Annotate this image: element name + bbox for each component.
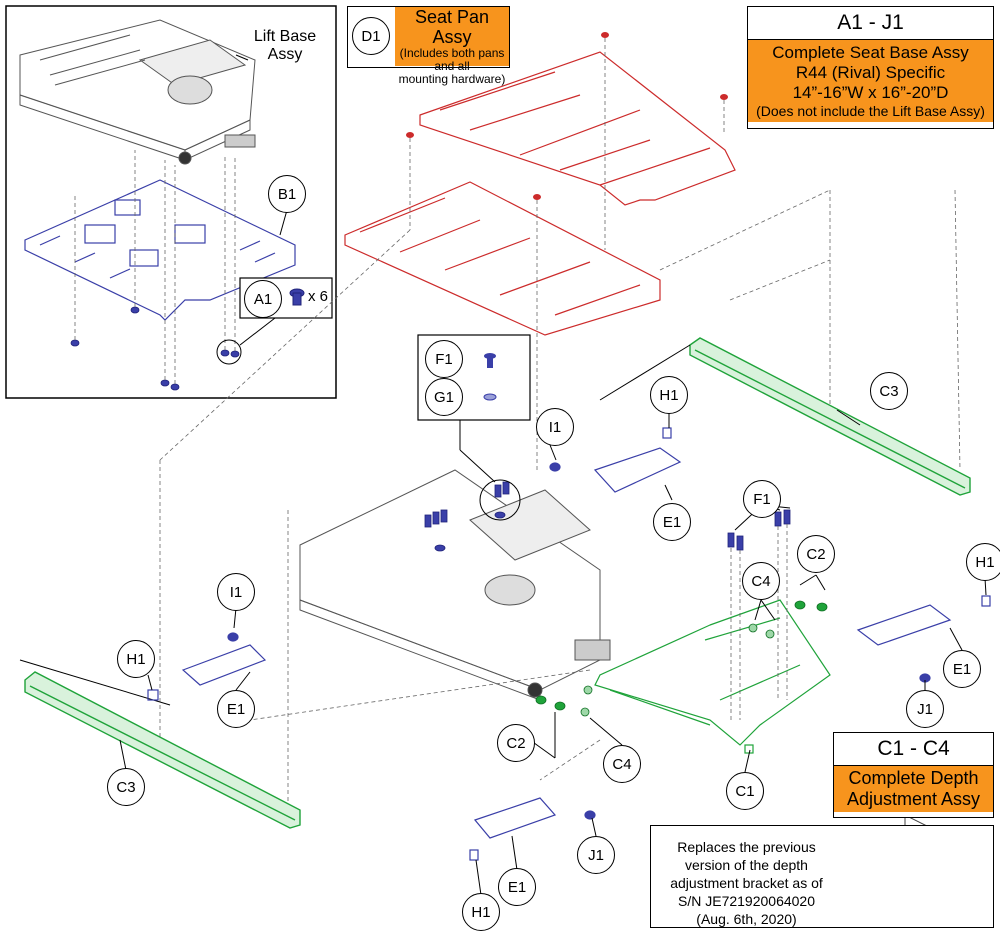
seat-pan-screws — [406, 32, 728, 200]
label-j1-bottom: J1 — [577, 836, 615, 874]
inset-dashed-guides — [74, 150, 236, 384]
a1-quantity: x 6 — [307, 288, 328, 305]
c2-c4-hardware — [535, 600, 828, 717]
rail-c3-right — [689, 337, 971, 496]
seat-pan-note-1: (Includes both pans — [399, 46, 505, 60]
label-e1-right: E1 — [943, 650, 981, 688]
lift-base-inset-frame — [5, 5, 337, 399]
replacement-line-4: S/N JE721920064020 — [678, 893, 815, 909]
label-c1: C1 — [726, 772, 764, 810]
label-e1-mid: E1 — [653, 503, 691, 541]
label-i1-mid: I1 — [536, 408, 574, 446]
label-c3-right: C3 — [870, 372, 908, 410]
seat-pan-orange-block: Seat Pan Assy (Includes both pans and al… — [395, 7, 509, 86]
depth-line-1: Complete Depth — [848, 768, 979, 788]
plate-b1 — [24, 179, 296, 321]
label-h1-bottom: H1 — [462, 893, 500, 931]
label-c2-right: C2 — [797, 535, 835, 573]
label-h1-left: H1 — [117, 640, 155, 678]
depth-bracket-c1 — [594, 599, 831, 754]
seat-pan-callout: D1 Seat Pan Assy (Includes both pans and… — [347, 6, 510, 86]
seat-base-line-3: 14”-16”W x 16”-20”D — [792, 83, 949, 102]
bracket-e1-bottom — [469, 797, 596, 861]
seat-pan-rear — [419, 51, 736, 206]
label-c2-left: C2 — [497, 724, 535, 762]
label-a1: A1 — [244, 280, 282, 318]
bracket-e1-right — [856, 595, 991, 683]
replacement-line-5: (Aug. 6th, 2020) — [696, 911, 797, 927]
label-c3-left: C3 — [107, 768, 145, 806]
replacement-note-text: Replaces the previous version of the dep… — [659, 838, 834, 928]
f1-right-screws — [727, 509, 791, 551]
seat-pan-title: Seat Pan Assy — [414, 7, 490, 47]
label-f1-top: F1 — [425, 340, 463, 378]
label-e1-left: E1 — [217, 690, 255, 728]
seat-pan-note-2: and all — [434, 59, 470, 73]
label-i1-left: I1 — [217, 573, 255, 611]
depth-range: C1 - C4 — [834, 733, 993, 766]
seat-base-frame — [299, 469, 611, 701]
lift-base-label-line-1: Lift Base — [253, 28, 317, 45]
label-j1-right: J1 — [906, 690, 944, 728]
depth-line-2: Adjustment Assy — [846, 789, 981, 809]
seat-base-line-1: Complete Seat Base Assy — [772, 43, 969, 62]
replacement-line-2: version of the depth — [685, 857, 808, 873]
seat-base-description: Complete Seat Base Assy R44 (Rival) Spec… — [748, 40, 993, 122]
seat-base-screws — [424, 481, 510, 552]
label-b1: B1 — [268, 175, 306, 213]
replacement-line-1: Replaces the previous — [677, 839, 816, 855]
seat-base-note: (Does not include the Lift Base Assy) — [756, 103, 985, 119]
depth-dashed-guides — [249, 524, 788, 781]
seat-pan-front — [344, 181, 661, 336]
seat-base-line-2: R44 (Rival) Specific — [795, 63, 946, 82]
bracket-e1-left — [147, 632, 267, 701]
lift-base-assembly — [19, 19, 256, 165]
label-f1-right: F1 — [743, 480, 781, 518]
lift-base-label-line-2: Assy — [267, 46, 303, 63]
depth-description: Complete Depth Adjustment Assy — [834, 766, 993, 812]
label-c4-right: C4 — [742, 562, 780, 600]
lift-base-label: Lift Base Assy — [245, 28, 325, 64]
depth-adjustment-callout: C1 - C4 Complete Depth Adjustment Assy — [833, 732, 994, 818]
label-h1-right: H1 — [966, 543, 1000, 581]
label-c4-left: C4 — [603, 745, 641, 783]
replacement-line-3: adjustment bracket as of — [670, 875, 823, 891]
label-h1-top: H1 — [650, 376, 688, 414]
label-e1-bottom: E1 — [498, 868, 536, 906]
complete-seat-base-callout: A1 - J1 Complete Seat Base Assy R44 (Riv… — [747, 6, 994, 129]
rail-c3-left — [24, 671, 301, 829]
pan-dashed-guides — [159, 38, 961, 820]
replacement-note-box: Replaces the previous version of the dep… — [650, 825, 994, 928]
seat-base-range: A1 - J1 — [748, 7, 993, 40]
seat-pan-note-3: mounting hardware) — [398, 72, 506, 86]
fastener-highlight-circle — [479, 479, 521, 521]
bracket-e1-top — [549, 427, 682, 493]
label-g1: G1 — [425, 378, 463, 416]
inset-screws — [70, 306, 240, 391]
seat-pan-id-circle: D1 — [352, 17, 390, 55]
